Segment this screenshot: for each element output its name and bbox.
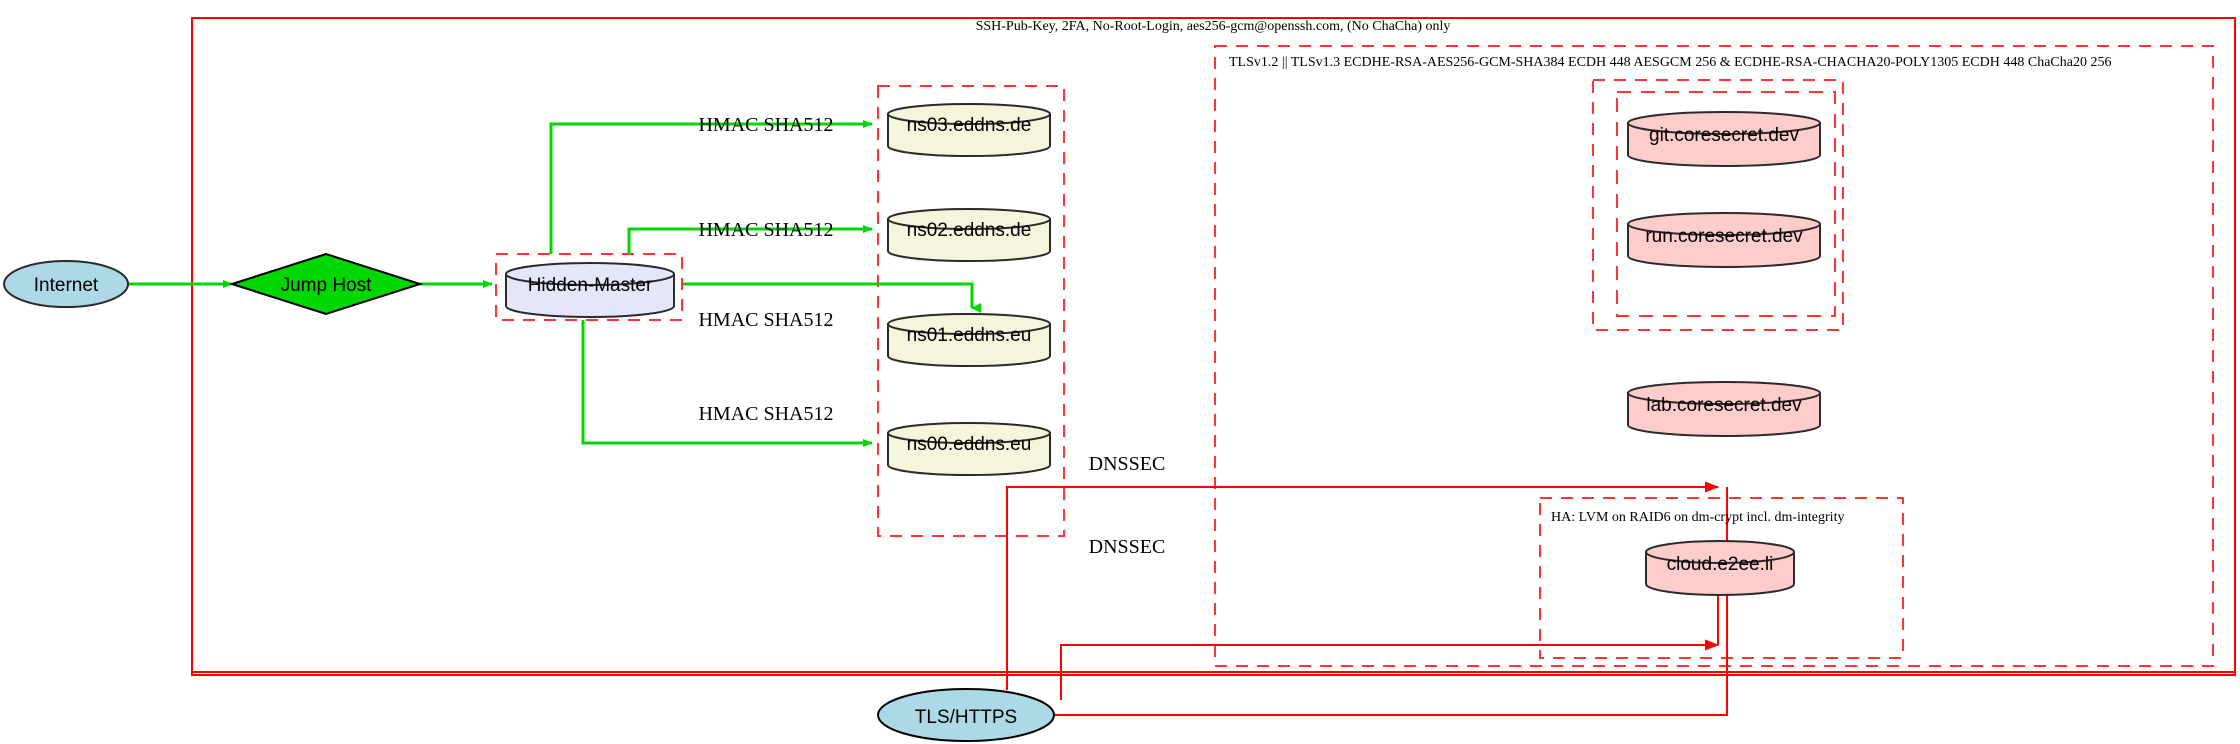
node-lab-coresecret[interactable]: lab.coresecret.dev [1627, 381, 1821, 437]
edge-label-hmac-ns01: HMAC SHA512 [698, 309, 833, 331]
node-jump-host[interactable]: Jump Host [228, 252, 424, 316]
node-ns03-label: ns03.eddns.de [907, 115, 1032, 136]
node-ns00[interactable]: ns00.eddns.eu [887, 422, 1051, 476]
edge-label-dnssec-lower: DNSSEC [1089, 536, 1166, 558]
node-internet-label: Internet [34, 275, 99, 296]
cluster-ssh-label: SSH-Pub-Key, 2FA, No-Root-Login, aes256-… [976, 19, 1451, 34]
node-lab-coresecret-label: lab.coresecret.dev [1646, 395, 1802, 416]
edge-master-to-ns01 [683, 282, 981, 313]
node-hidden-master[interactable]: Hidden-Master [505, 262, 675, 318]
node-ns02-label: ns02.eddns.de [907, 220, 1032, 241]
edge-master-to-ns03 [549, 120, 873, 254]
cluster-coresecret-inner-dashed [1616, 91, 1836, 317]
edge-label-dnssec-upper: DNSSEC [1089, 453, 1166, 475]
cluster-ha-dashed [1539, 497, 1904, 659]
node-tls-https-label: TLS/HTTPS [915, 707, 1017, 728]
cluster-dns-dashed [877, 85, 1065, 537]
edge-label-hmac-ns02: HMAC SHA512 [698, 219, 833, 241]
edge-dnssec-lower [1060, 639, 1719, 700]
edge-master-to-ns02 [627, 225, 873, 254]
cluster-ha-label: HA: LVM on RAID6 on dm-crypt incl. dm-in… [1551, 510, 1844, 525]
node-tls-https[interactable]: TLS/HTTPS [877, 688, 1055, 742]
node-ns01-label: ns01.eddns.eu [907, 325, 1032, 346]
node-hidden-master-label: Hidden-Master [528, 275, 653, 296]
edge-label-hmac-ns00: HMAC SHA512 [698, 403, 833, 425]
node-git-coresecret[interactable]: git.coresecret.dev [1627, 111, 1821, 167]
node-run-coresecret-label: run.coresecret.dev [1645, 226, 1803, 247]
node-ns00-label: ns00.eddns.eu [907, 434, 1032, 455]
node-ns01[interactable]: ns01.eddns.eu [887, 313, 1051, 367]
cluster-tls-dashed [1214, 45, 2214, 667]
node-internet[interactable]: Internet [3, 260, 129, 308]
node-ns03[interactable]: ns03.eddns.de [887, 103, 1051, 157]
node-run-coresecret[interactable]: run.coresecret.dev [1627, 212, 1821, 268]
cluster-ssh-outer [191, 17, 2236, 676]
node-cloud-e2ee[interactable]: cloud.e2ee.li [1645, 540, 1795, 596]
cluster-master-dashed [495, 253, 683, 321]
node-jump-host-label: Jump Host [281, 275, 373, 296]
edge-master-to-ns00 [581, 320, 873, 447]
node-ns02[interactable]: ns02.eddns.de [887, 208, 1051, 262]
node-git-coresecret-label: git.coresecret.dev [1649, 125, 1799, 146]
edge-label-hmac-ns03: HMAC SHA512 [698, 114, 833, 136]
node-cloud-e2ee-label: cloud.e2ee.li [1667, 554, 1774, 575]
edge-dnssec-upper [1006, 481, 1719, 650]
cluster-tls-label: TLSv1.2 || TLSv1.3 ECDHE-RSA-AES256-GCM-… [1229, 55, 2111, 70]
